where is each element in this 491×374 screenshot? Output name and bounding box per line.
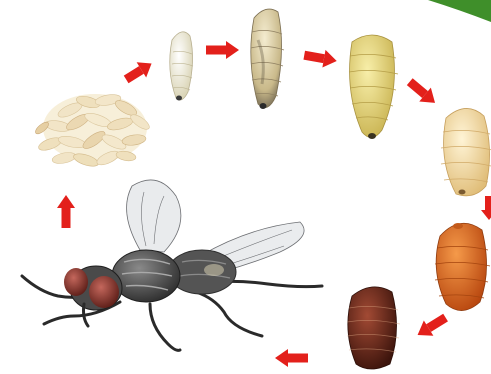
corner-accent — [428, 0, 491, 22]
larva-stage-2 — [251, 9, 284, 109]
pupa-stage-2 — [347, 287, 400, 369]
arrow-pupa2-to-adult — [275, 349, 308, 367]
fly-wing-upper — [127, 180, 181, 252]
larva-stage-1 — [170, 32, 193, 101]
arrow-larva2-to-larva3 — [303, 46, 339, 69]
larva-stage-3 — [349, 35, 398, 139]
arrow-larva3-to-larva4 — [404, 75, 441, 110]
arrow-larva1-to-larva2 — [206, 41, 239, 59]
arrow-adult-to-eggs — [57, 195, 75, 228]
pupa-stage-1 — [435, 223, 490, 311]
larva-stage-4 — [441, 108, 491, 195]
arrow-pupa1-to-pupa2 — [413, 310, 451, 343]
arrow-larva4-to-pupa1 — [481, 196, 491, 220]
arrow-eggs-to-larva1 — [121, 56, 156, 87]
egg-cluster — [34, 93, 152, 169]
